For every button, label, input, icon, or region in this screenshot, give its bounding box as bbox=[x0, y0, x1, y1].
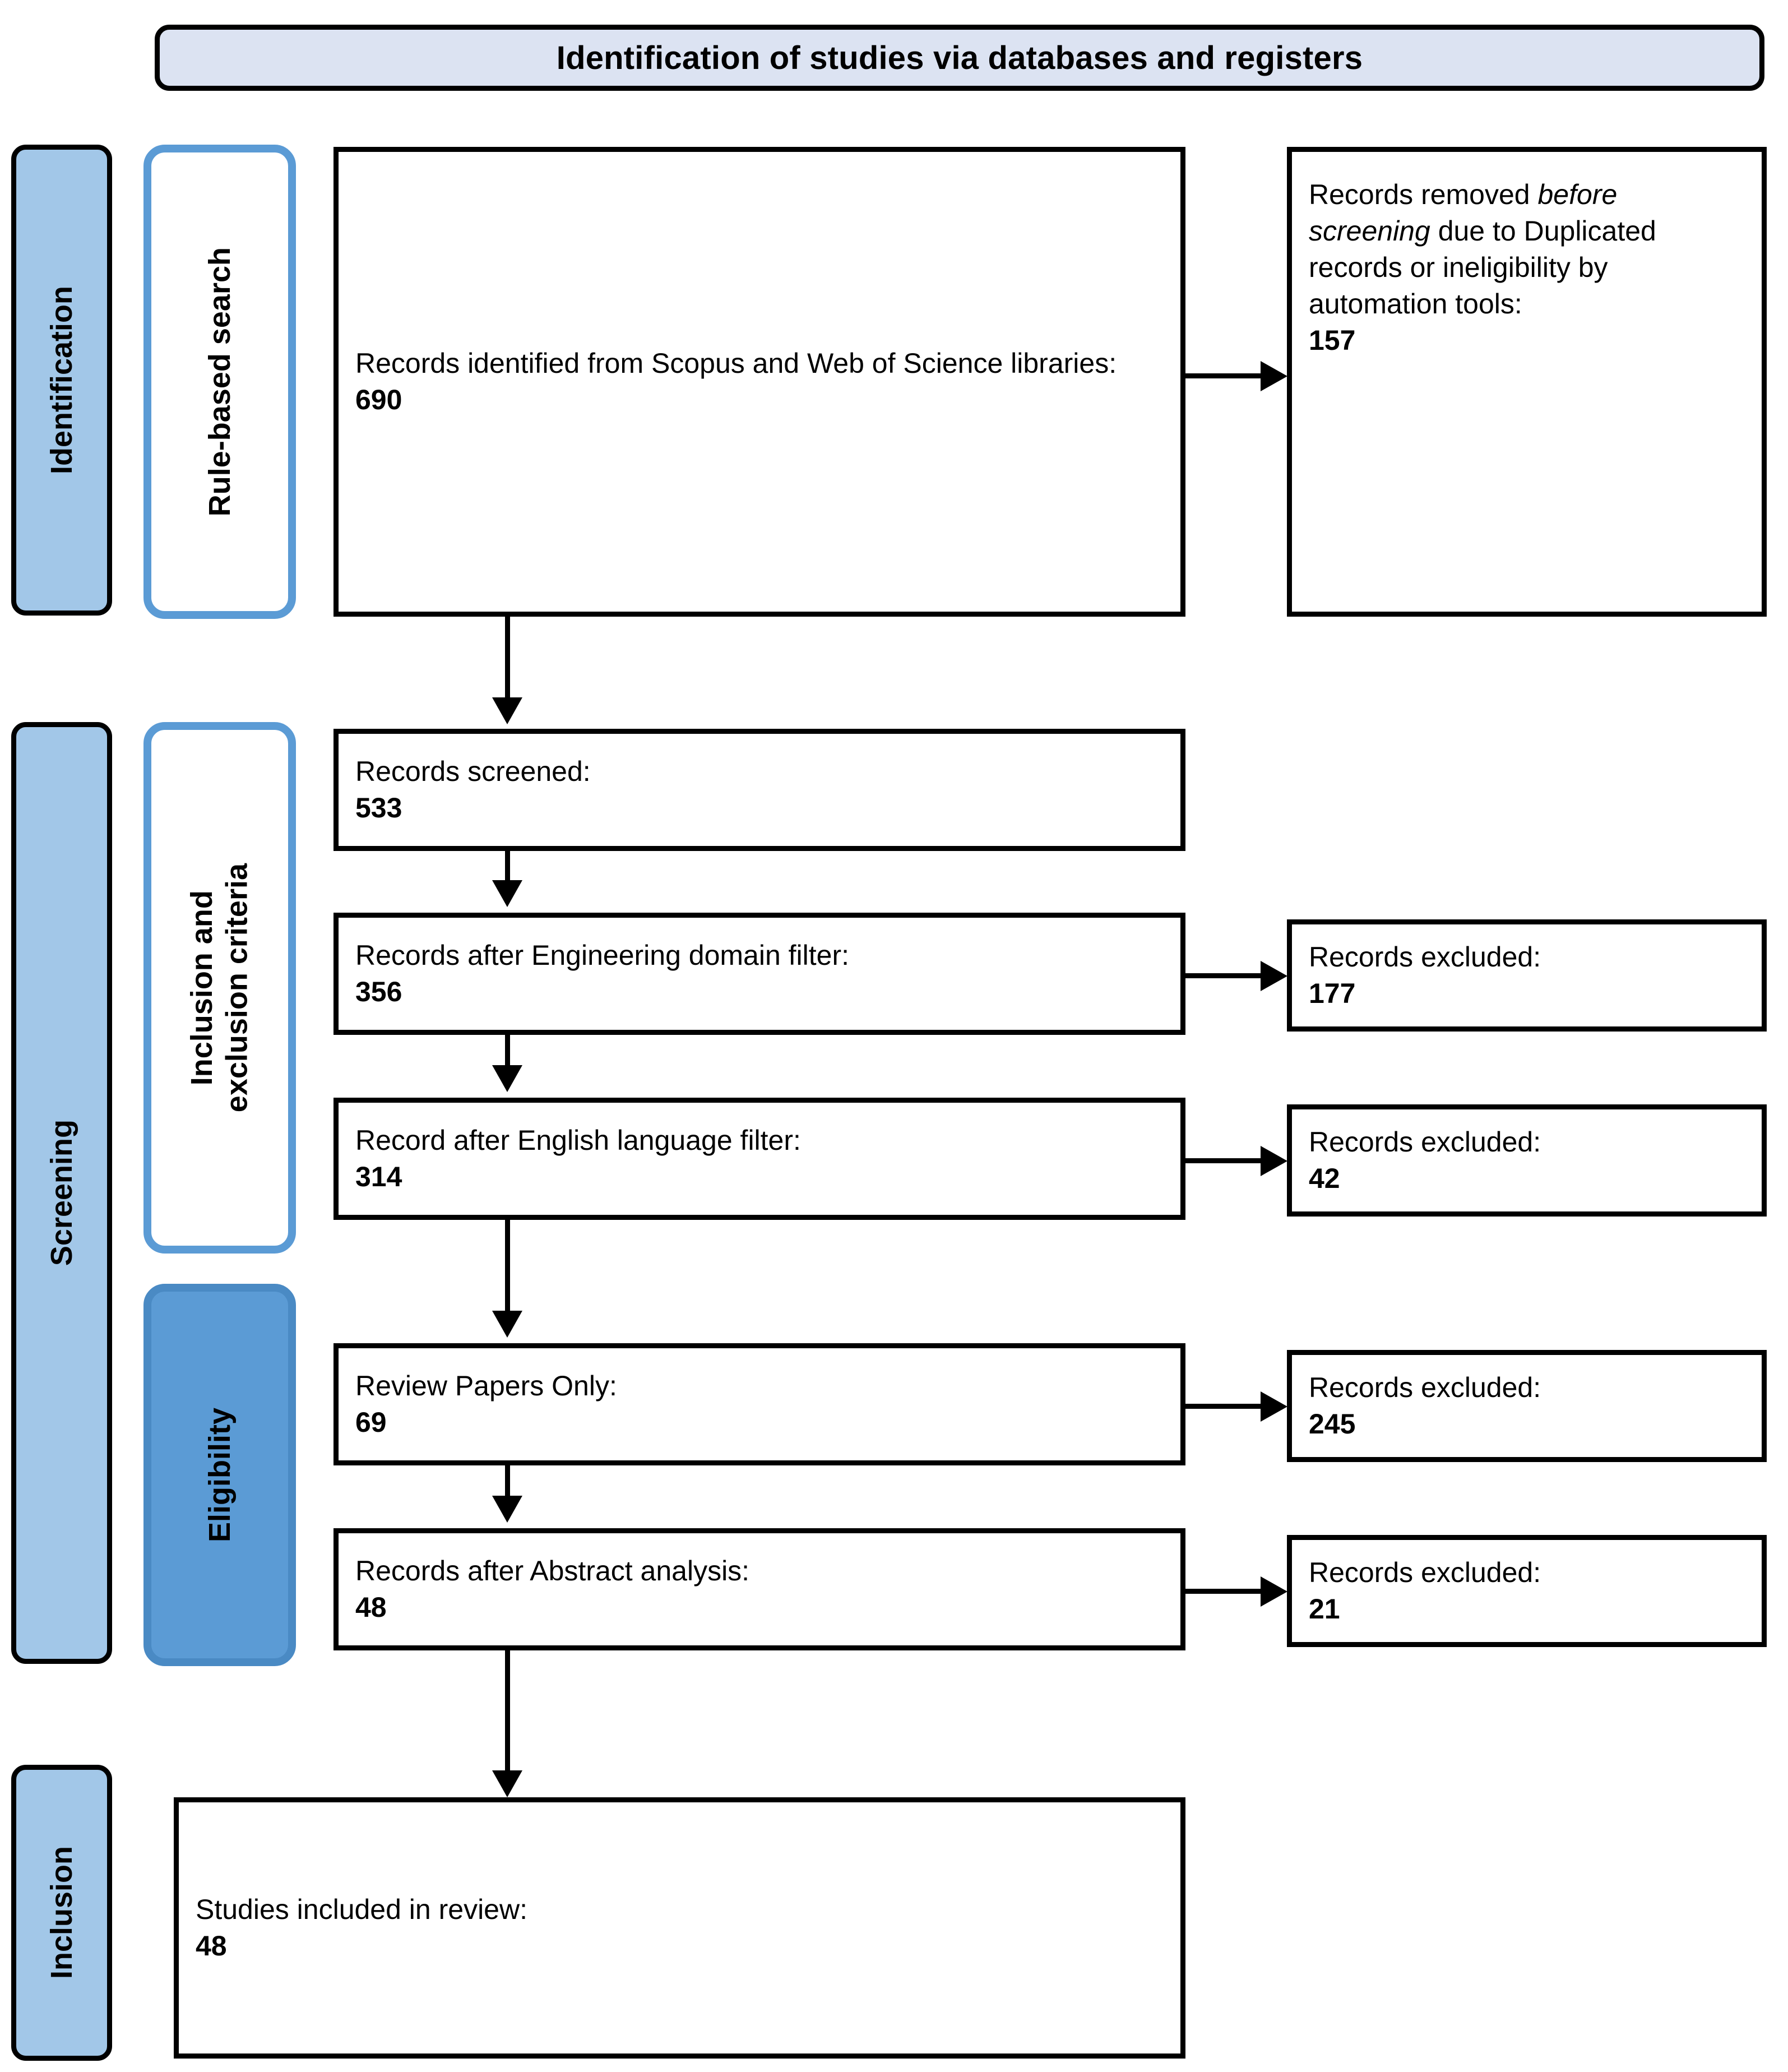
box-records-excluded-3-text: Records excluded: bbox=[1309, 1372, 1541, 1403]
connector-arrowhead-abstract-to-included bbox=[492, 1770, 522, 1797]
box-review-papers-only: Review Papers Only: 69 bbox=[333, 1343, 1185, 1465]
box-records-excluded-2: Records excluded: 42 bbox=[1287, 1104, 1767, 1217]
substage-label-rule-based-search: Rule-based search bbox=[143, 145, 296, 619]
box-records-excluded-2-text: Records excluded: bbox=[1309, 1126, 1541, 1158]
connector-line-english-to-excluded-2 bbox=[1185, 1158, 1264, 1163]
box-records-identified-text: Records identified from Scopus and Web o… bbox=[355, 348, 1117, 379]
connector-line-identified-to-screened bbox=[505, 617, 510, 701]
connector-line-engineering-to-excluded-1 bbox=[1185, 973, 1264, 978]
box-records-excluded-3: Records excluded: 245 bbox=[1287, 1350, 1767, 1462]
box-records-excluded-3-count: 245 bbox=[1309, 1408, 1356, 1440]
diagram-title: Identification of studies via databases … bbox=[556, 39, 1363, 76]
connector-arrowhead-english-to-excluded-2 bbox=[1261, 1146, 1287, 1176]
connector-line-review-to-abstract bbox=[505, 1465, 510, 1500]
box-records-excluded-4-text: Records excluded: bbox=[1309, 1557, 1541, 1588]
connector-arrowhead-screened-to-engineering bbox=[492, 880, 522, 907]
connector-arrowhead-identified-to-removed bbox=[1261, 361, 1287, 391]
box-engineering-domain-filter: Records after Engineering domain filter:… bbox=[333, 913, 1185, 1035]
connector-line-identified-to-removed bbox=[1185, 373, 1264, 378]
box-engineering-domain-filter-count: 356 bbox=[355, 976, 402, 1007]
box-studies-included: Studies included in review: 48 bbox=[174, 1797, 1185, 2059]
box-studies-included-count: 48 bbox=[196, 1930, 227, 1962]
connector-line-english-to-review-papers bbox=[505, 1220, 510, 1315]
box-english-language-filter-count: 314 bbox=[355, 1161, 402, 1192]
box-abstract-analysis-text: Records after Abstract analysis: bbox=[355, 1555, 750, 1587]
box-english-language-filter: Record after English language filter: 31… bbox=[333, 1098, 1185, 1220]
box-records-excluded-1-text: Records excluded: bbox=[1309, 941, 1541, 973]
box-records-identified-count: 690 bbox=[355, 384, 402, 415]
box-review-papers-only-count: 69 bbox=[355, 1407, 387, 1438]
diagram-header-banner: Identification of studies via databases … bbox=[155, 25, 1764, 91]
stage-label-screening: Screening bbox=[11, 722, 112, 1664]
connector-arrowhead-abstract-to-excluded-4 bbox=[1261, 1576, 1287, 1607]
substage-label-eligibility: Eligibility bbox=[143, 1284, 296, 1666]
box-abstract-analysis: Records after Abstract analysis: 48 bbox=[333, 1528, 1185, 1650]
connector-line-review-to-excluded-3 bbox=[1185, 1404, 1264, 1409]
box-records-screened: Records screened: 533 bbox=[333, 729, 1185, 851]
connector-line-abstract-to-included bbox=[505, 1650, 510, 1775]
box-records-removed-text: Records removed before screening due to … bbox=[1309, 179, 1656, 320]
box-abstract-analysis-count: 48 bbox=[355, 1592, 387, 1623]
box-records-identified: Records identified from Scopus and Web o… bbox=[333, 147, 1185, 617]
stage-inclusion-text: Inclusion bbox=[44, 1846, 78, 1979]
box-english-language-filter-text: Record after English language filter: bbox=[355, 1125, 801, 1156]
connector-line-screened-to-engineering bbox=[505, 851, 510, 885]
stage-identification-text: Identification bbox=[44, 286, 78, 474]
connector-arrowhead-english-to-review-papers bbox=[492, 1311, 522, 1338]
box-records-excluded-1-count: 177 bbox=[1309, 978, 1356, 1009]
box-studies-included-text: Studies included in review: bbox=[196, 1894, 527, 1925]
connector-arrowhead-engineering-to-excluded-1 bbox=[1261, 961, 1287, 991]
box-records-removed-count: 157 bbox=[1309, 325, 1356, 356]
box-review-papers-only-text: Review Papers Only: bbox=[355, 1370, 617, 1402]
connector-line-engineering-to-english bbox=[505, 1035, 510, 1070]
substage-rule-based-search-text: Rule-based search bbox=[202, 247, 237, 517]
connector-arrowhead-review-to-abstract bbox=[492, 1496, 522, 1523]
box-records-excluded-4-count: 21 bbox=[1309, 1593, 1340, 1625]
stage-label-identification: Identification bbox=[11, 145, 112, 616]
box-engineering-domain-filter-text: Records after Engineering domain filter: bbox=[355, 940, 850, 971]
stage-label-inclusion: Inclusion bbox=[11, 1765, 112, 2061]
substage-eligibility-text: Eligibility bbox=[202, 1407, 237, 1543]
connector-line-abstract-to-excluded-4 bbox=[1185, 1589, 1264, 1594]
connector-arrowhead-identified-to-screened bbox=[492, 697, 522, 724]
stage-screening-text: Screening bbox=[44, 1120, 78, 1266]
box-records-excluded-2-count: 42 bbox=[1309, 1163, 1340, 1194]
box-records-removed-before-screening: Records removed before screening due to … bbox=[1287, 147, 1767, 617]
box-records-excluded-4: Records excluded: 21 bbox=[1287, 1535, 1767, 1647]
box-records-screened-text: Records screened: bbox=[355, 756, 591, 787]
connector-arrowhead-engineering-to-english bbox=[492, 1065, 522, 1092]
box-records-screened-count: 533 bbox=[355, 792, 402, 824]
connector-arrowhead-review-to-excluded-3 bbox=[1261, 1391, 1287, 1422]
box-records-excluded-1: Records excluded: 177 bbox=[1287, 919, 1767, 1032]
